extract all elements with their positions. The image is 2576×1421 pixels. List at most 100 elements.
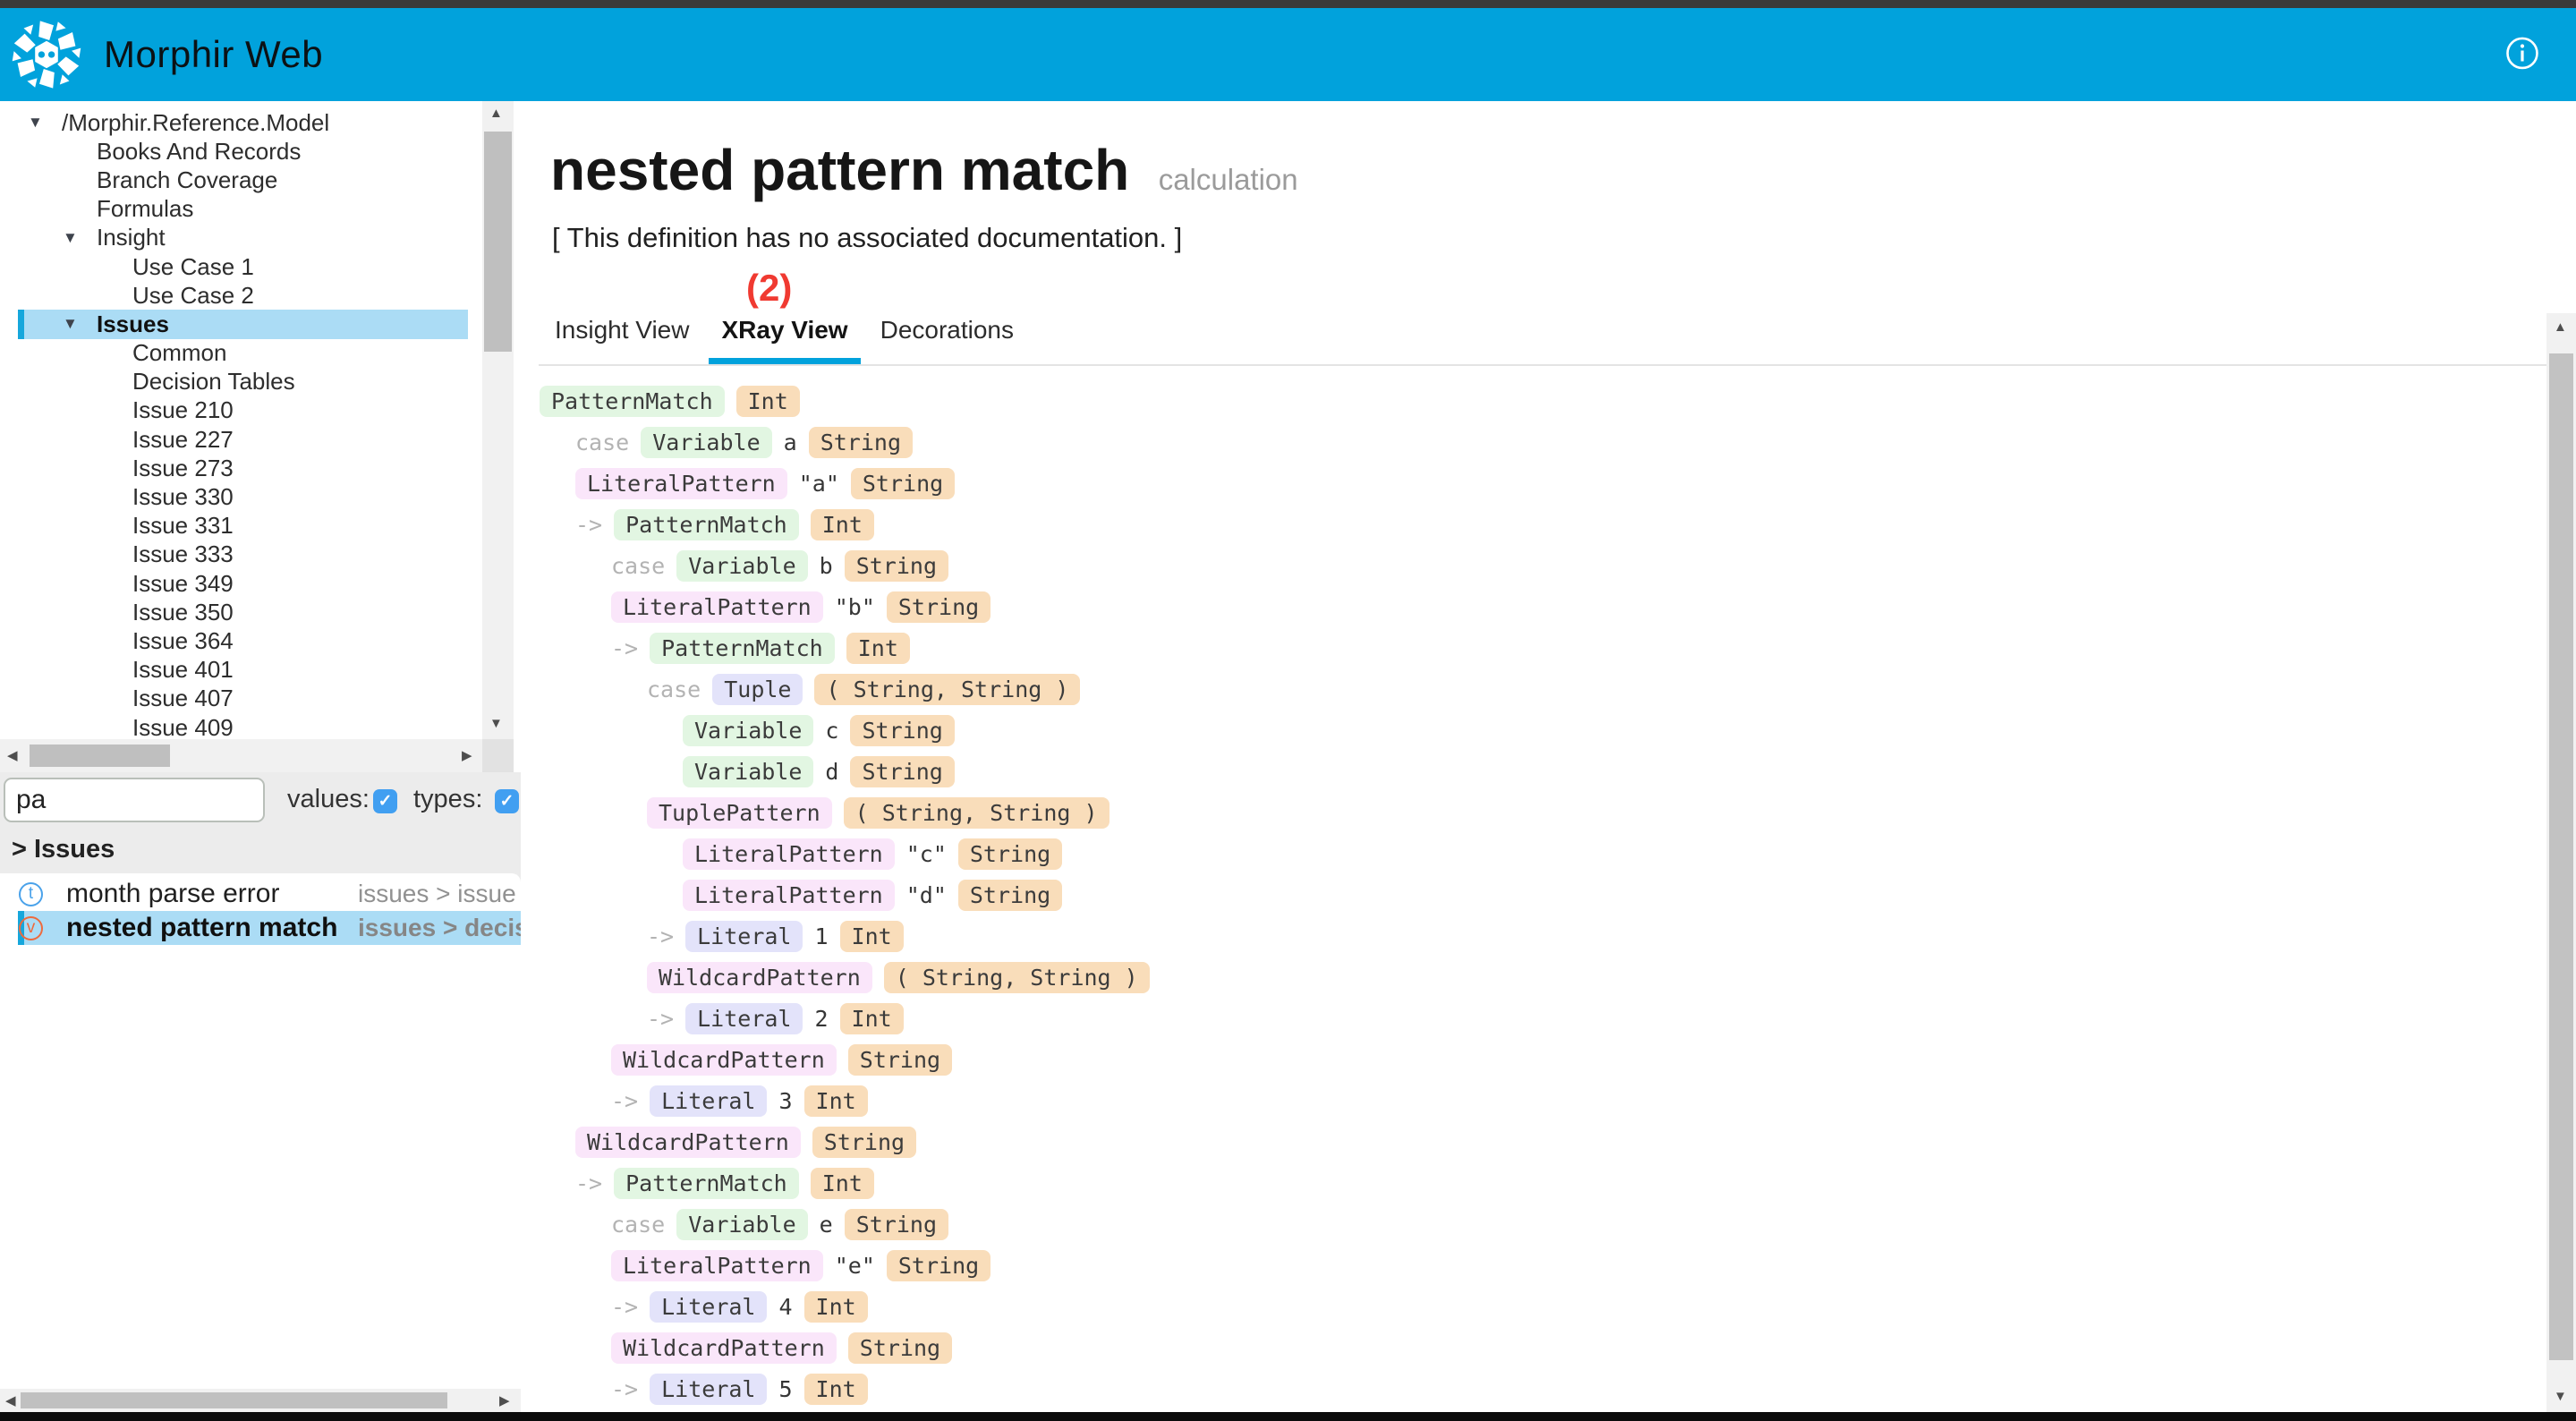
search-input[interactable] — [4, 778, 265, 822]
scroll-up-icon[interactable]: ▲ — [2554, 319, 2567, 335]
tree-item-decision-tables[interactable]: Decision Tables — [0, 368, 521, 396]
tree-item-issue-350[interactable]: Issue 350 — [0, 598, 521, 626]
tree-item-insight[interactable]: ▼Insight — [0, 224, 521, 252]
annotation-marker: (2) — [746, 267, 793, 309]
scrollbar-thumb[interactable] — [2549, 353, 2573, 1360]
scroll-left-icon[interactable]: ◀ — [5, 1393, 16, 1408]
chevron-down-icon[interactable]: ▼ — [63, 315, 78, 333]
xray-value: "d" — [905, 881, 947, 908]
tree-item-issue-331[interactable]: Issue 331 — [0, 512, 521, 540]
xray-value: 1 — [814, 923, 829, 949]
xray-node-badge: String — [844, 1208, 949, 1240]
values-checkbox[interactable]: ✓ — [373, 789, 397, 813]
tree-item-label: Issue 401 — [132, 656, 234, 684]
xray-node-badge: LiteralPattern — [683, 838, 895, 870]
xray-keyword: -> — [647, 1005, 675, 1032]
tree-vertical-scrollbar[interactable]: ▲ ▼ — [482, 101, 514, 739]
scroll-up-icon[interactable]: ▲ — [489, 106, 503, 121]
result-label: nested pattern match — [66, 913, 338, 942]
values-checkbox-label: values: — [287, 785, 370, 813]
xray-node-badge: PatternMatch — [650, 632, 835, 664]
tree-item-issue-333[interactable]: Issue 333 — [0, 540, 521, 569]
scroll-down-icon[interactable]: ▼ — [489, 716, 503, 731]
xray-node-badge: String — [957, 879, 1063, 911]
xray-node-badge: String — [850, 714, 955, 746]
xray-node-badge: String — [850, 755, 955, 787]
tree-item-issue-227[interactable]: Issue 227 — [0, 425, 521, 454]
scroll-right-icon[interactable]: ▶ — [499, 1393, 510, 1408]
xray-node-badge: String — [850, 467, 956, 499]
scrollbar-thumb[interactable] — [30, 745, 170, 767]
tree-item-formulas[interactable]: Formulas — [0, 195, 521, 224]
xray-node-badge: Literal — [650, 1085, 768, 1117]
scrollbar-thumb[interactable] — [21, 1392, 447, 1408]
tree-item-label: Issue 210 — [132, 396, 234, 424]
tree-item-issue-349[interactable]: Issue 349 — [0, 569, 521, 598]
tree-item-label: Issue 273 — [132, 454, 234, 481]
tree-item-issue-407[interactable]: Issue 407 — [0, 685, 521, 713]
tree-item-issue-401[interactable]: Issue 401 — [0, 656, 521, 685]
value-result-icon: v — [19, 915, 43, 940]
tree-item-books-and-records[interactable]: Books And Records — [0, 137, 521, 166]
sidebar-bottom-scrollbar[interactable]: ◀ ▶ — [0, 1389, 521, 1412]
scroll-right-icon[interactable]: ▶ — [462, 748, 472, 763]
tree-item-issue-210[interactable]: Issue 210 — [0, 396, 521, 425]
xray-node-badge: Int — [846, 632, 910, 664]
types-checkbox[interactable]: ✓ — [495, 789, 519, 813]
xray-node-badge: String — [847, 1332, 953, 1364]
xray-node-badge: String — [812, 1126, 917, 1158]
result-path: issues > decisi — [358, 914, 521, 941]
chevron-down-icon[interactable]: ▼ — [63, 228, 78, 246]
tree-item-common[interactable]: Common — [0, 339, 521, 368]
window-top-edge — [0, 0, 2576, 8]
scrollbar-corner — [482, 739, 514, 772]
tree-item-issue-273[interactable]: Issue 273 — [0, 454, 521, 482]
xray-value: d — [825, 758, 839, 785]
xray-value: c — [825, 717, 839, 744]
result-item-nested-pattern-match[interactable]: v nested pattern match issues > decisi — [0, 911, 521, 945]
tab-insight-view[interactable]: Insight View — [555, 316, 690, 344]
tree-item-issues[interactable]: ▼Issues — [0, 310, 521, 339]
xray-value: "b" — [834, 593, 875, 620]
main-vertical-scrollbar[interactable]: ▲ ▼ — [2546, 313, 2576, 1412]
page-title-kind: calculation — [1158, 163, 1298, 196]
tab-xray-view[interactable]: XRay View — [709, 316, 861, 364]
tree-item-issue-330[interactable]: Issue 330 — [0, 482, 521, 511]
xray-value: b — [819, 552, 833, 579]
scrollbar-thumb[interactable] — [484, 132, 512, 352]
tree-item-issue-409[interactable]: Issue 409 — [0, 713, 521, 739]
info-icon[interactable] — [2505, 36, 2539, 70]
tree-item-label: Common — [132, 339, 227, 367]
tab-decorations[interactable]: Decorations — [880, 316, 1014, 344]
tree-horizontal-scrollbar[interactable]: ◀ ▶ — [0, 739, 482, 772]
chevron-down-icon[interactable]: ▼ — [28, 114, 43, 132]
types-checkbox-label: types: — [413, 785, 483, 813]
xray-line: LiteralPattern"c"String — [521, 833, 1150, 874]
xray-value: "a" — [798, 470, 839, 497]
page-title: nested pattern match — [550, 138, 1130, 202]
xray-line: LiteralPattern"a"String — [521, 463, 1150, 504]
scroll-down-icon[interactable]: ▼ — [2554, 1389, 2567, 1404]
xray-node-badge: Variable — [641, 426, 772, 458]
tree-item-branch-coverage[interactable]: Branch Coverage — [0, 166, 521, 194]
xray-node-badge: String — [808, 426, 914, 458]
xray-node-badge: ( String, String ) — [843, 796, 1109, 829]
tree-item-use-case-1[interactable]: Use Case 1 — [0, 252, 521, 281]
tree-item-morphir-reference-model[interactable]: ▼/Morphir.Reference.Model — [0, 108, 521, 137]
xray-node-badge: LiteralPattern — [611, 1249, 823, 1281]
tree-item-use-case-2[interactable]: Use Case 2 — [0, 281, 521, 310]
tree-item-issue-364[interactable]: Issue 364 — [0, 626, 521, 655]
scroll-left-icon[interactable]: ◀ — [7, 748, 18, 763]
tree-item-label: Issue 330 — [132, 483, 234, 511]
xray-line: LiteralPattern"e"String — [521, 1245, 1150, 1286]
xray-node-badge: Tuple — [712, 673, 803, 705]
